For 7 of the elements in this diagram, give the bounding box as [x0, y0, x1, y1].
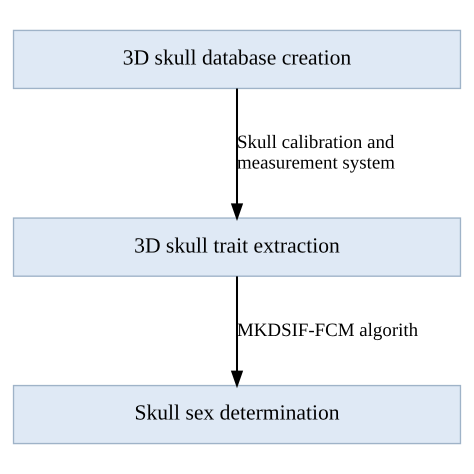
edge-label: Skull calibration and measurement system [237, 132, 395, 174]
arrow [230, 276, 244, 388]
edge-label: MKDSIF-FCM algorith [237, 320, 418, 341]
arrow [230, 88, 244, 221]
node-box: 3D skull database creation [12, 30, 462, 90]
node-box: Skull sex determination [12, 384, 462, 444]
node-box: 3D skull trait extraction [12, 217, 462, 277]
